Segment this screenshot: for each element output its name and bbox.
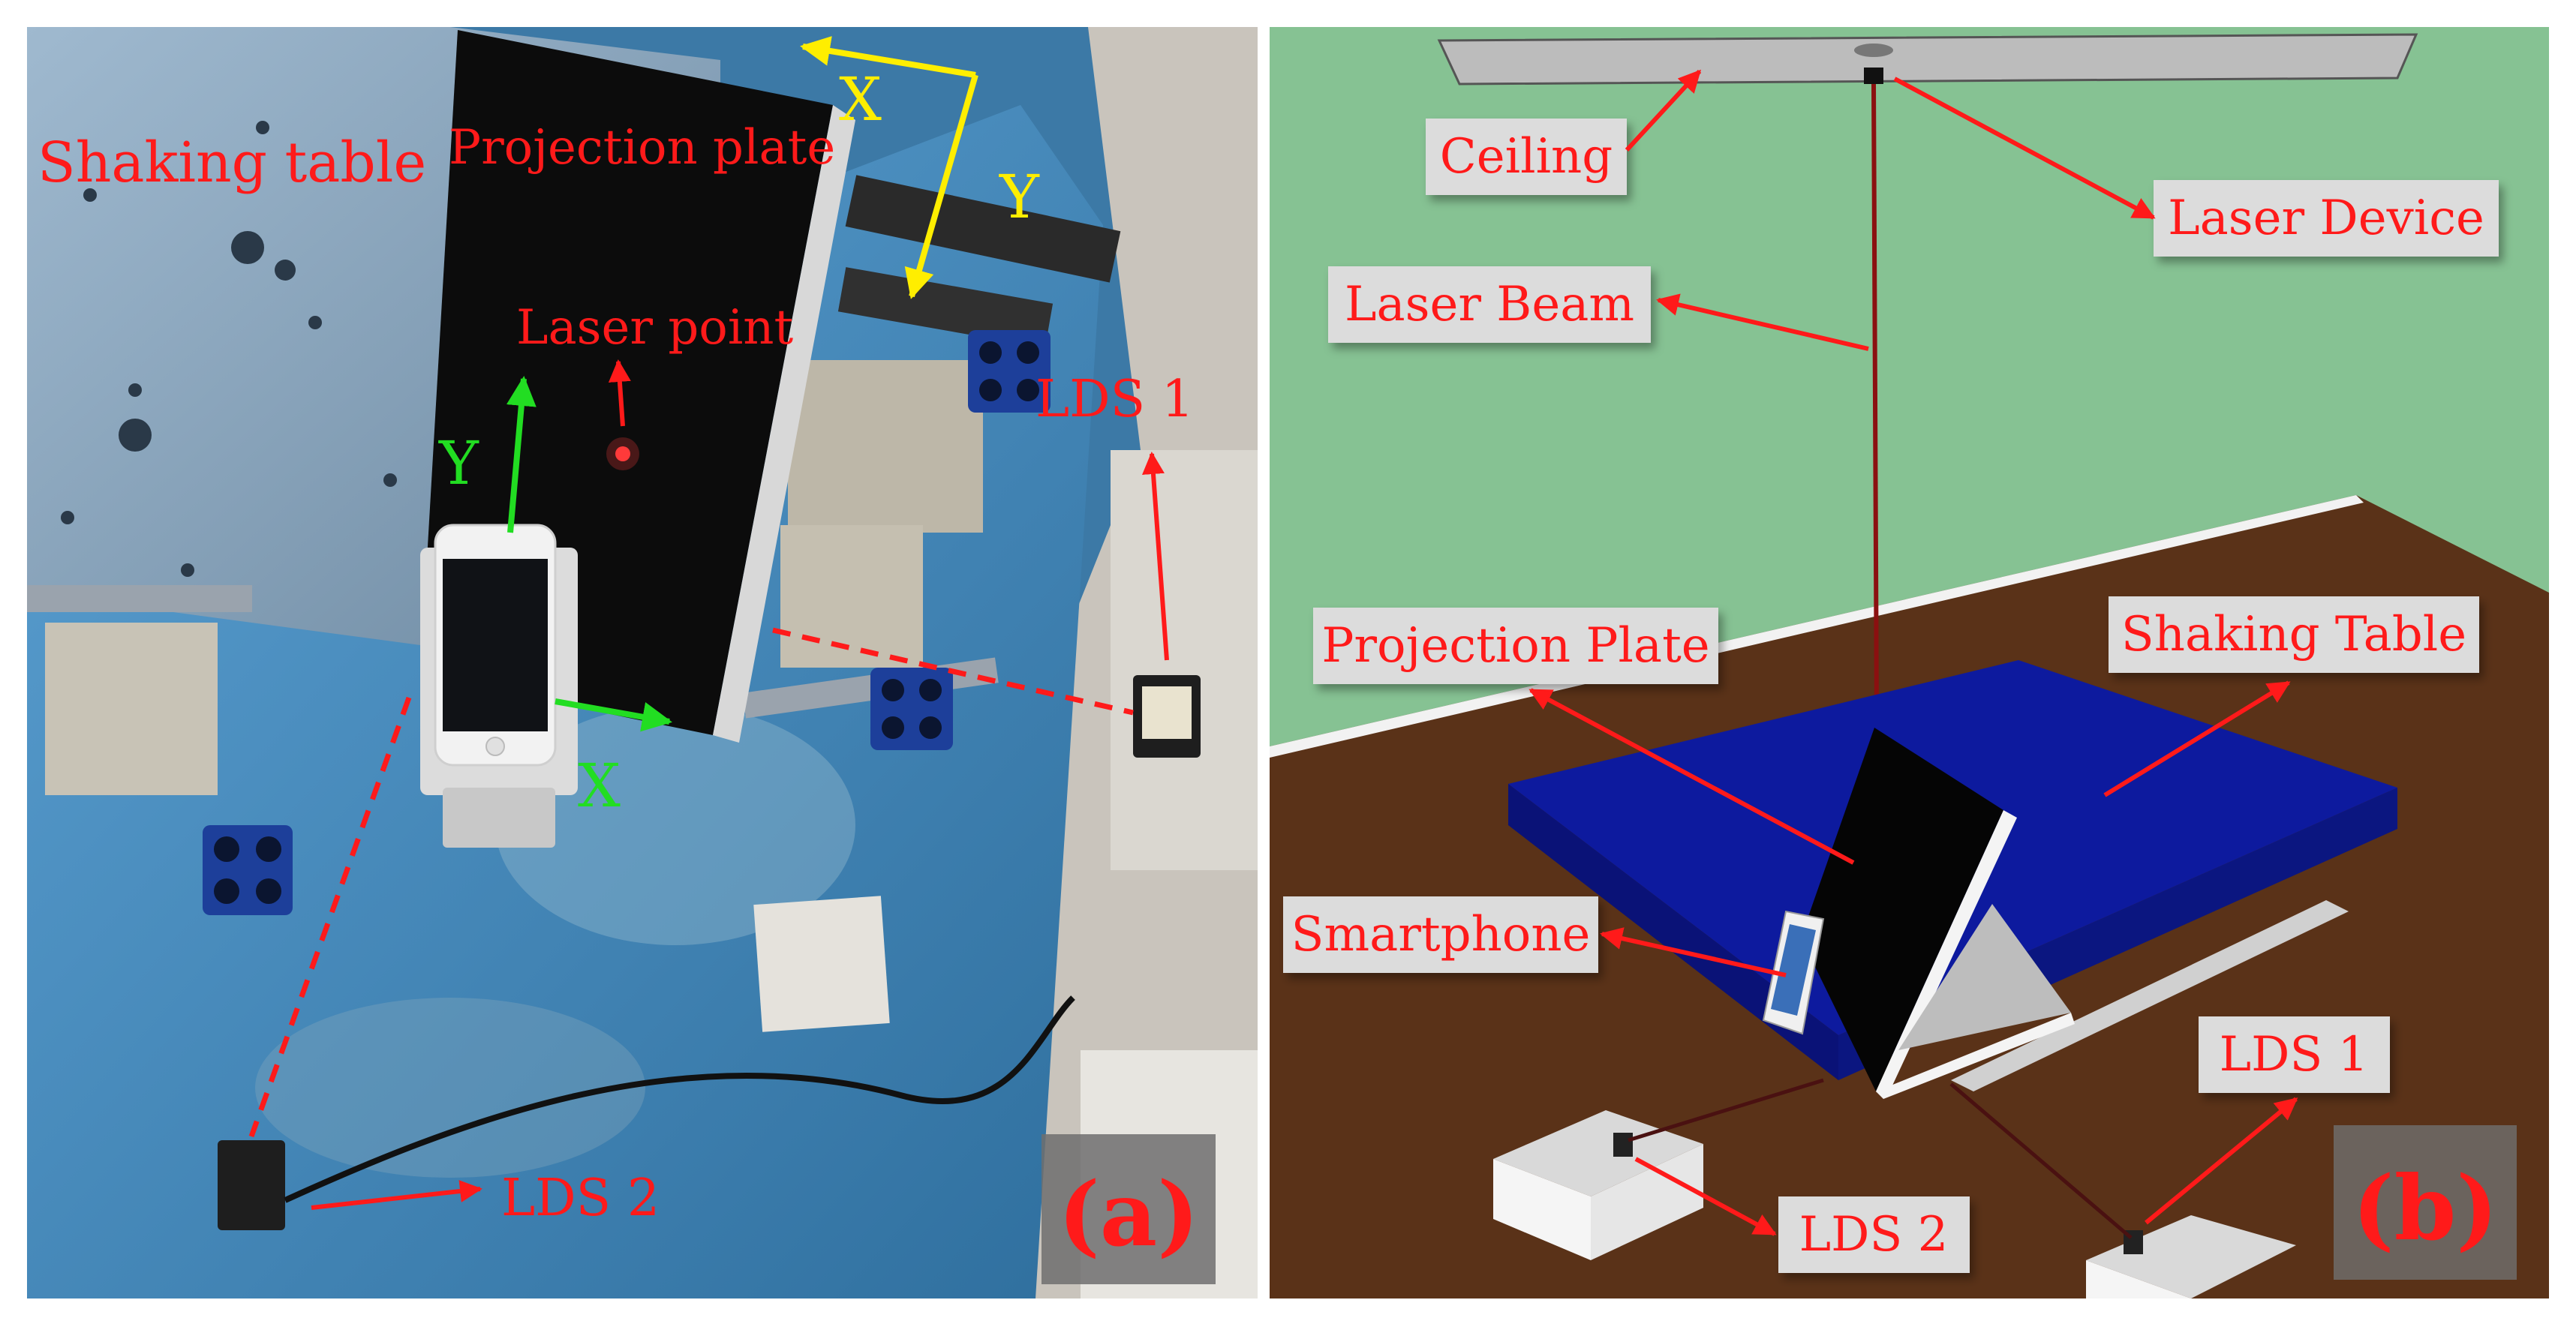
ceiling-label: Ceiling — [1440, 129, 1613, 185]
cable-chain — [837, 267, 1054, 348]
laser-point-dot — [615, 446, 630, 461]
paper-note — [753, 896, 890, 1032]
worn-patch — [255, 998, 645, 1178]
ceiling-hole — [1854, 44, 1893, 57]
projection-plate-label: Projection plate — [449, 120, 835, 176]
axis-y-table-arrow — [904, 74, 978, 299]
lds1-box-top — [2086, 1215, 2296, 1298]
phone-holder-foot — [443, 788, 555, 848]
lds1-sensor-label — [1142, 686, 1192, 739]
rail — [27, 585, 252, 612]
fixture-block — [870, 668, 953, 750]
shaking-table-arrow — [2103, 680, 2291, 797]
laser-beam-label: Laser Beam — [1345, 277, 1634, 332]
smartphone-screen — [443, 559, 548, 731]
cable-chain — [845, 175, 1121, 283]
fixture-block — [968, 330, 1051, 413]
smartphone-3d-screen — [1771, 924, 1816, 1016]
lds2-beam-dashed — [248, 696, 412, 1138]
shaking-table-label-b: Shaking Table — [2121, 607, 2466, 662]
ceiling-callout — [1426, 119, 1627, 195]
plate-support-base — [1876, 1013, 2075, 1099]
smartphone-arrow — [1600, 927, 1787, 977]
lds2-label-b: LDS 2 — [1799, 1207, 1949, 1262]
lds1-box-front — [2086, 1260, 2191, 1298]
projection-plate-3d — [1801, 728, 2003, 1091]
panel-a-photo: X Y Y X Shaking table Projection plate L… — [27, 27, 1258, 1298]
projection-plate-label-b: Projection Plate — [1321, 618, 1709, 674]
cable — [284, 995, 1075, 1203]
lds2-beam-3d — [1628, 1078, 1824, 1142]
axis-x-phone-label: X — [578, 751, 621, 821]
smartphone-label: Smartphone — [1291, 907, 1591, 962]
ceiling-plate — [1437, 33, 2418, 86]
axis-x-phone-arrow — [555, 698, 672, 732]
lds2-sensor-3d — [1613, 1133, 1633, 1157]
lds1-arrow-b — [2145, 1097, 2298, 1225]
laser-point-arrow — [608, 359, 631, 427]
ceiling-arrow — [1625, 69, 1702, 152]
panel-a-label-box — [1042, 1134, 1216, 1284]
shaking-table-callout — [2109, 596, 2479, 673]
lds2-arrow-a — [311, 1180, 482, 1210]
panel-b-label: (b) — [2352, 1156, 2498, 1260]
projection-plate-callout — [1313, 608, 1718, 684]
lds1-beam-dashed — [772, 627, 1134, 716]
shaking-table-label: Shaking table — [38, 131, 426, 195]
shaking-table-front — [1508, 784, 1838, 1080]
lds2-sensor-photo — [218, 1140, 285, 1230]
projection-plate-edge — [713, 105, 855, 743]
lds1-arrow-a — [1141, 452, 1169, 661]
panel-b-illustration: Ceiling Laser Device Laser Beam Projecti… — [1270, 27, 2549, 1298]
shaking-table-feet — [1951, 900, 2349, 1091]
plate-support — [1898, 904, 2071, 1050]
rail-carriage — [780, 525, 923, 668]
axis-y-phone-arrow — [506, 376, 537, 533]
laser-device-arrow — [1893, 77, 2156, 220]
rail-carriage — [788, 360, 983, 533]
smartphone-callout — [1283, 896, 1598, 973]
lds2-label-a: LDS 2 — [501, 1169, 660, 1228]
lds1-label-b: LDS 1 — [2220, 1027, 2369, 1082]
laser-beam-arrow — [1656, 293, 1869, 351]
fixture-block — [203, 825, 293, 915]
lds2-box-front — [1493, 1159, 1591, 1260]
laser-device — [1864, 68, 1883, 84]
axis-y-table-label: Y — [999, 162, 1040, 232]
panel-b-label-box — [2334, 1125, 2517, 1280]
rail-carriage — [45, 623, 218, 795]
lds1-label-a: LDS 1 — [1036, 370, 1194, 429]
lds2-box-side — [1591, 1144, 1703, 1260]
projection-plate-arrow — [1528, 688, 1855, 865]
panel-a-label: (a) — [1058, 1162, 1199, 1266]
lds2-callout-b — [1778, 1196, 1970, 1273]
laser-device-callout — [2154, 180, 2499, 257]
projection-plate-3d-edge — [1876, 810, 2017, 1097]
laser-point-glow — [606, 437, 639, 470]
laser-device-label: Laser Device — [2168, 191, 2484, 246]
lds1-beam-3d — [1949, 1082, 2133, 1239]
laser-point-label: Laser point — [516, 300, 794, 356]
laser-beam-callout — [1328, 266, 1651, 343]
home-button — [485, 737, 505, 756]
lds1-callout-b — [2199, 1016, 2390, 1093]
axis-x-table-label: X — [839, 65, 882, 134]
worn-patch — [495, 705, 855, 945]
sensor-stand — [1111, 450, 1258, 870]
lds2-arrow-b — [1634, 1157, 1777, 1236]
axis-y-phone-label: Y — [438, 428, 479, 498]
axis-x-table-arrow — [800, 36, 976, 78]
